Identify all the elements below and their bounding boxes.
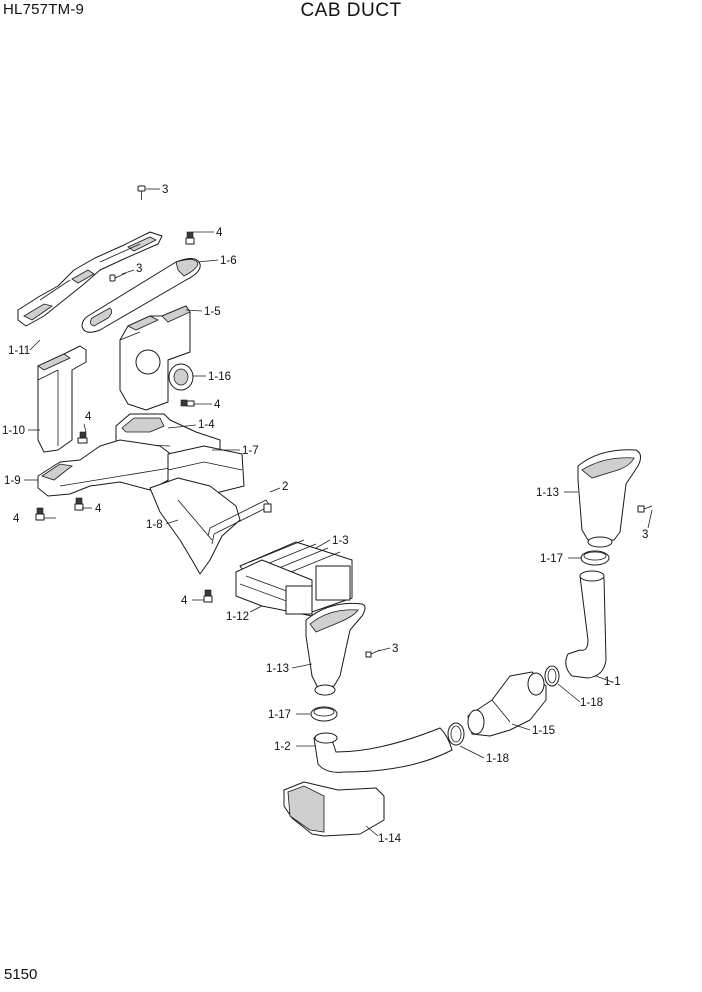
callout-4-side: 4 [214,399,221,411]
callout-1-18-upper: 1-18 [580,697,603,709]
callout-1-11: 1-11 [8,345,30,357]
part-4-nut-side [180,399,195,407]
callout-1-7: 1-7 [242,445,259,457]
callout-1-8: 1-8 [146,519,163,531]
part-2-bracket [207,499,272,545]
callout-1-6: 1-6 [220,255,237,267]
callout-1-12: 1-12 [226,611,249,623]
callout-1-17-right: 1-17 [540,553,563,565]
part-3-bolt-top [137,185,146,200]
part-1-5-vertical-duct [119,305,191,411]
part-1-17-clamp-left [310,706,338,722]
page-number: 5150 [4,966,38,983]
page-title: CAB DUCT [300,0,402,21]
callout-3-hood-left: 3 [392,643,398,655]
callout-4-top: 4 [216,227,223,239]
callout-1-4: 1-4 [198,419,215,431]
part-1-17-clamp-right [580,550,610,566]
callout-4-lower-right: 4 [181,595,188,607]
callout-1-14: 1-14 [378,833,402,845]
callout-2: 2 [282,481,288,493]
part-1-14-floor-duct [283,781,385,837]
callout-3-top: 3 [162,184,168,196]
leader-lines [24,188,653,837]
part-3-bolt-hood-right [637,505,653,513]
part-1-18-clamp-lower [447,722,465,746]
callout-3-hood-right: 3 [642,529,648,541]
part-1-9-lower-duct [37,439,177,497]
part-1-1-elbow-pipe [565,570,607,679]
part-4-nut-lower-right [203,589,213,603]
callout-1-2: 1-2 [274,741,291,753]
part-1-13-hood-right [577,449,642,548]
callout-4-left: 4 [85,411,92,423]
part-4-nut-top [185,231,195,245]
part-3-bolt-hood-left [365,649,381,658]
callout-labels: 3 4 3 1-6 1-5 1-11 1-16 4 4 1-10 1-4 1-7… [2,184,648,845]
callout-4-lower-mid: 4 [95,503,102,515]
part-1-10-left-duct [37,345,87,453]
callout-1-10: 1-10 [2,425,25,437]
callout-4-lower-left: 4 [13,513,20,525]
model-code: HL757TM-9 [3,1,84,18]
part-4-nut-lower-mid [74,497,84,511]
part-1-16-ring [168,363,194,391]
callout-1-3: 1-3 [332,535,349,547]
part-1-18-clamp-upper [544,665,560,687]
callout-1-13-right: 1-13 [536,487,559,499]
callout-1-9: 1-9 [4,475,21,487]
callout-1-18-lower: 1-18 [486,753,509,765]
callout-1-1: 1-1 [604,676,621,688]
part-1-8-curved-duct [149,477,241,575]
part-1-2-hose [313,727,453,773]
callout-1-13-left: 1-13 [266,663,289,675]
part-4-nut-lower-left [35,507,45,521]
part-1-15-housing [467,671,547,737]
callout-3-mid: 3 [136,263,142,275]
callout-1-15: 1-15 [532,725,555,737]
callout-1-17-left: 1-17 [268,709,291,721]
part-4-nut-left [77,431,88,444]
part-1-6-oval-duct [81,258,201,333]
part-3-bolt-middle [109,272,127,282]
callout-1-16: 1-16 [208,371,231,383]
part-1-13-hood-left [305,602,366,696]
part-1-12-corrugated-duct [235,559,313,617]
callout-1-5: 1-5 [204,306,221,318]
part-1-11-upper-vent [17,231,163,327]
